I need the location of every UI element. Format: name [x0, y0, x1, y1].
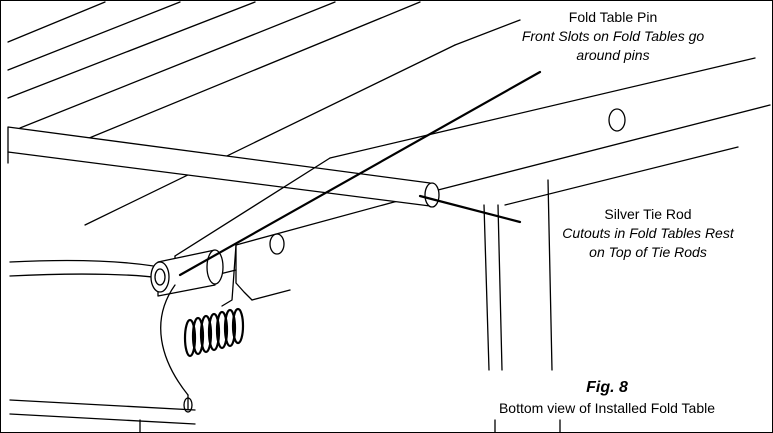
- rod-callout-note-line2: on Top of Tie Rods: [589, 244, 707, 260]
- coil-spring: [183, 307, 245, 358]
- pin-callout-note-line1: Front Slots on Fold Tables go: [521, 28, 705, 44]
- figure-caption: Bottom view of Installed Fold Table: [498, 400, 716, 416]
- rail-hole-left: [269, 233, 285, 255]
- pin-leader-line: [178, 70, 542, 277]
- rod-callout-title: Silver Tie Rod: [604, 206, 692, 222]
- pin-callout-title: Fold Table Pin: [568, 9, 658, 25]
- bottom-ticks: [139, 419, 561, 433]
- vertical-posts: [483, 146, 739, 371]
- pin-callout-note-line2: around pins: [576, 47, 650, 63]
- rail-hole-right: [608, 108, 626, 132]
- table-surface-lines: [7, 1, 521, 226]
- figure-number: Fig. 8: [586, 379, 628, 396]
- rod-callout-note-line1: Cutouts in Fold Tables Rest: [562, 225, 734, 241]
- rod-leader-line: [418, 194, 522, 224]
- hinge-housing: [9, 284, 196, 425]
- tie-rod: [7, 126, 440, 208]
- fold-table-pin: [150, 249, 224, 297]
